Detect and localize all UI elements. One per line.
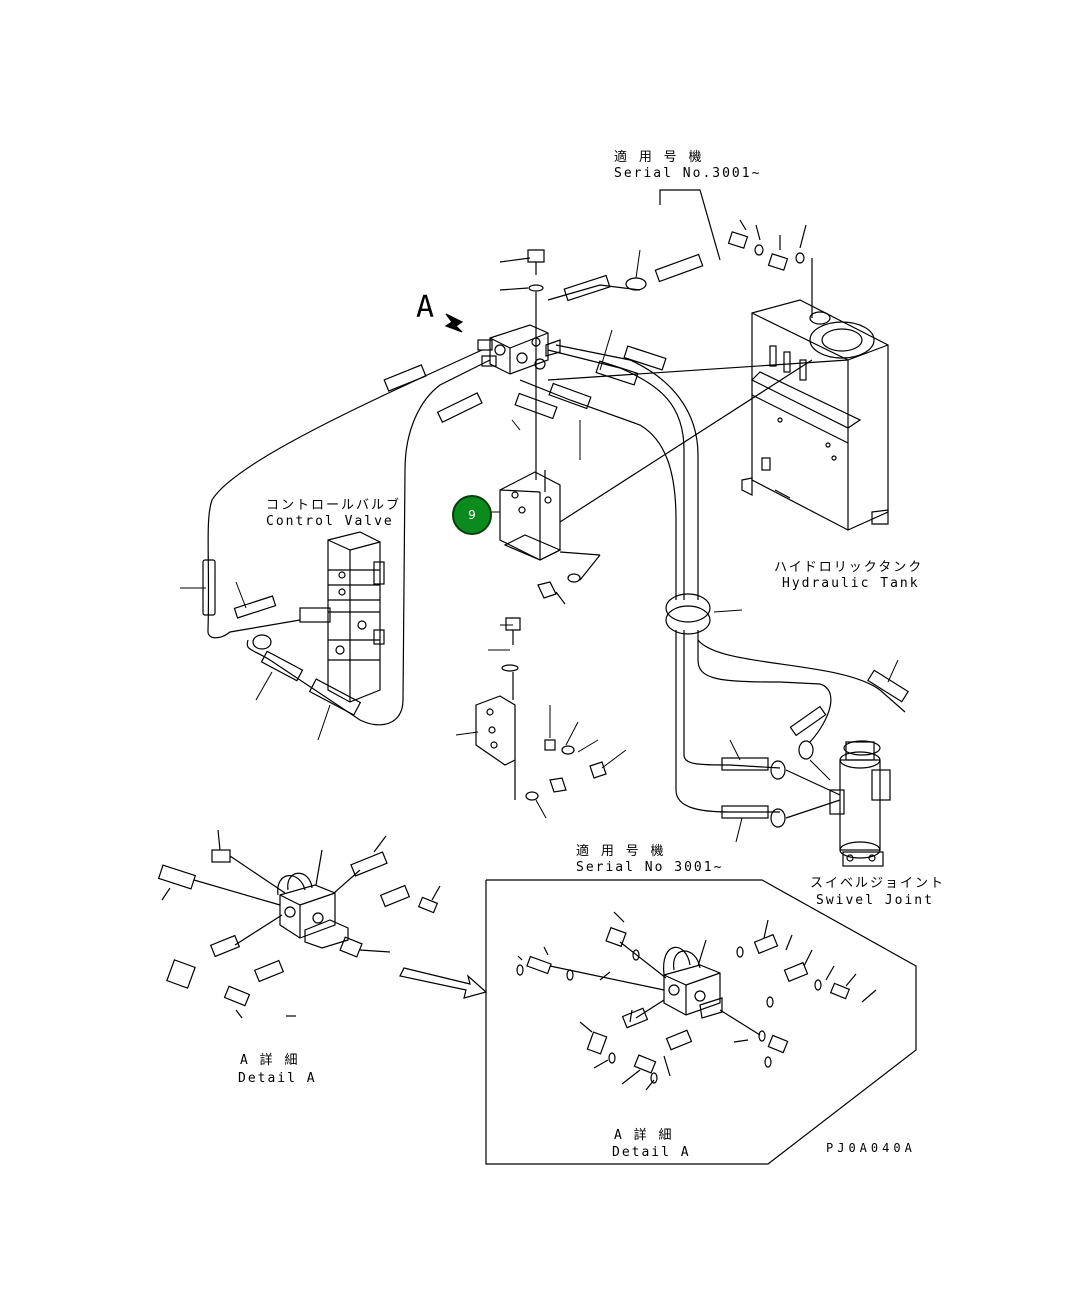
serial-box-en: Serial No 3001~ xyxy=(576,860,724,875)
serial-fittings-top xyxy=(659,189,813,318)
detail-a-left xyxy=(157,829,441,1019)
view-arrow-label: A xyxy=(416,290,435,325)
hoses xyxy=(202,253,909,828)
detail-a-box-jp: A 詳 細 xyxy=(614,1128,674,1143)
hydraulic-tank xyxy=(741,299,889,531)
hydraulic-tank-label-en: Hydraulic Tank xyxy=(782,576,920,591)
part-callout-9[interactable]: 9 xyxy=(452,495,492,535)
hydraulic-tank-label-jp: ハイドロリックタンク xyxy=(774,560,924,575)
detail-a-left-en: Detail A xyxy=(238,1071,317,1086)
detail-a-left-jp: A 詳 細 xyxy=(240,1053,300,1068)
upper-manifold xyxy=(444,249,561,480)
swivel-joint xyxy=(829,740,891,867)
detail-a-box xyxy=(485,879,917,1165)
serial-box-jp: 適 用 号 機 xyxy=(576,844,666,859)
detail-a-box-en: Detail A xyxy=(612,1145,691,1160)
bracket-assembly xyxy=(475,470,607,801)
serial-top-jp: 適 用 号 機 xyxy=(614,150,704,165)
swivel-joint-label-en: Swivel Joint xyxy=(816,893,934,908)
swivel-joint-label-jp: スイベルジョイント xyxy=(810,876,946,891)
control-valve-label-en: Control Valve xyxy=(266,514,394,529)
control-valve-label-jp: コントロールバルブ xyxy=(266,498,402,513)
serial-top-en: Serial No.3001~ xyxy=(614,166,762,181)
detail-arrow xyxy=(399,967,488,999)
leader-lines xyxy=(180,249,899,843)
drawing-code: PJ0A040A xyxy=(826,1141,916,1155)
control-valve xyxy=(299,531,385,703)
